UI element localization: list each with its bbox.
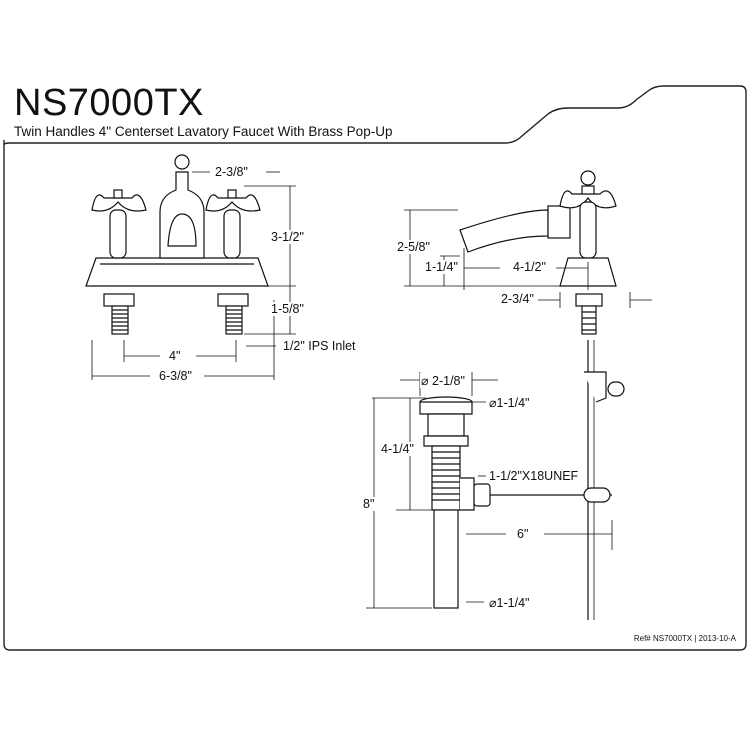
dim-tailpiece: ⌀1-1/4": [488, 595, 531, 610]
dim-thread: 1-1/2"X18UNEF: [488, 469, 580, 483]
dim-ips-inlet: 1/2" IPS Inlet: [282, 339, 357, 353]
product-description: Twin Handles 4" Centerset Lavatory Fauce…: [14, 124, 393, 139]
side-view: [459, 170, 617, 335]
dim-shank-length: 1-5/8": [270, 302, 305, 316]
popup-drain-view: [419, 340, 625, 620]
reference-number: Ref# NS7000TX | 2013-10-A: [633, 634, 736, 643]
dim-base-width: 6-3/8": [158, 369, 193, 383]
dim-centerset: 4": [168, 349, 182, 363]
dim-body-height: 4-1/4": [380, 442, 415, 456]
dim-handle-spacing: 2-3/8": [214, 165, 249, 179]
dim-drain-top: ⌀1-1/4": [488, 395, 531, 410]
dim-spout-height: 2-5/8": [396, 240, 431, 254]
model-number: NS7000TX: [14, 82, 204, 124]
dim-base-depth: 2-3/4": [500, 292, 535, 306]
drawing-frame: [3, 85, 747, 651]
dim-front-height: 3-1/2": [270, 230, 305, 244]
dim-flange-diameter: ⌀ 2-1/8": [420, 373, 466, 388]
dim-spout-reach: 4-1/2": [512, 260, 547, 274]
dim-rod-length: 6": [516, 527, 530, 541]
dim-overall-height: 8": [362, 497, 376, 511]
front-view-dimension-lines: [91, 171, 296, 380]
dim-spout-clearance: 1-1/4": [424, 260, 459, 274]
front-view: [85, 154, 269, 335]
